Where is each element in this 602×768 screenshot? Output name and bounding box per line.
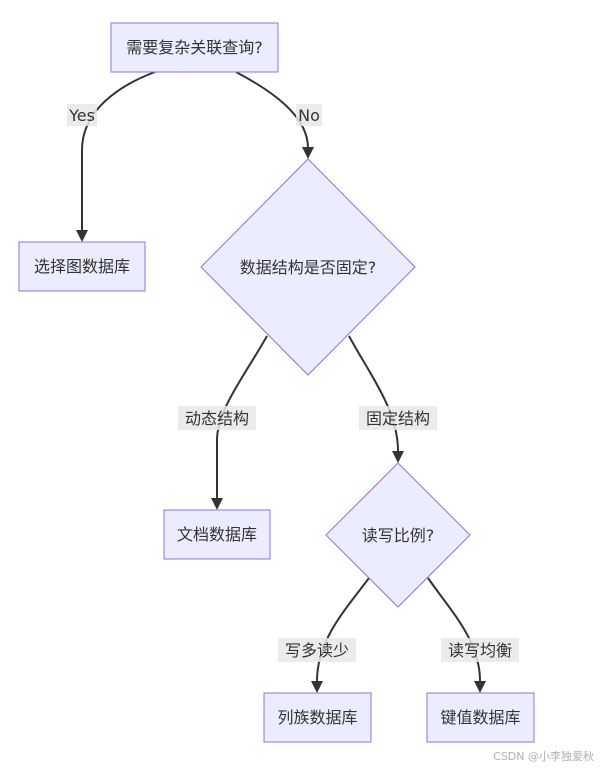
edge-label-dynamic: 动态结构 xyxy=(178,406,256,430)
edge-label-fixed-text: 固定结构 xyxy=(366,409,430,428)
node-document-db: 文档数据库 xyxy=(163,509,271,560)
edge-q3-to-column xyxy=(316,577,370,682)
edge-label-dynamic-text: 动态结构 xyxy=(185,409,249,428)
arrowhead-graph xyxy=(76,230,88,242)
arrowhead-q3 xyxy=(392,451,404,463)
edge-label-balanced: 读写均衡 xyxy=(441,638,519,662)
edge-label-yes: Yes xyxy=(67,104,97,126)
edge-q2-to-q3 xyxy=(348,335,399,452)
edge-q1-to-q2 xyxy=(235,71,309,149)
node-complex-query-text: 需要复杂关联查询? xyxy=(126,38,263,57)
node-column-family-db-text: 列族数据库 xyxy=(277,708,357,727)
edge-q2-to-doc xyxy=(216,335,268,498)
node-graph-db: 选择图数据库 xyxy=(18,241,146,292)
node-key-value-db: 键值数据库 xyxy=(426,692,535,743)
edge-label-no-text: No xyxy=(298,106,320,125)
node-complex-query: 需要复杂关联查询? xyxy=(110,22,279,73)
node-key-value-db-text: 键值数据库 xyxy=(440,708,520,727)
node-column-family-db: 列族数据库 xyxy=(263,692,372,743)
node-structure-fixed-text: 数据结构是否固定? xyxy=(240,258,377,277)
arrowhead-q2 xyxy=(302,147,314,159)
node-structure-fixed: 数据结构是否固定? xyxy=(200,158,416,376)
edge-q3-to-kv xyxy=(427,577,481,682)
node-document-db-text: 文档数据库 xyxy=(177,525,257,544)
arrowhead-kv xyxy=(474,681,486,693)
edge-label-yes-text: Yes xyxy=(68,106,95,125)
node-graph-db-text: 选择图数据库 xyxy=(34,257,130,276)
arrowhead-column xyxy=(311,681,323,693)
watermark: CSDN @小李独爱秋 xyxy=(493,749,594,763)
node-read-write-ratio-text: 读写比例? xyxy=(362,526,435,545)
edge-label-balanced-text: 读写均衡 xyxy=(448,641,512,660)
arrowhead-doc xyxy=(211,498,223,510)
edge-label-write-heavy-text: 写多读少 xyxy=(285,641,349,660)
edge-q1-to-graph xyxy=(81,71,156,230)
edge-label-write-heavy: 写多读少 xyxy=(278,638,356,662)
edge-label-no: No xyxy=(296,104,322,126)
node-read-write-ratio: 读写比例? xyxy=(325,462,471,608)
edge-label-fixed: 固定结构 xyxy=(359,406,437,430)
